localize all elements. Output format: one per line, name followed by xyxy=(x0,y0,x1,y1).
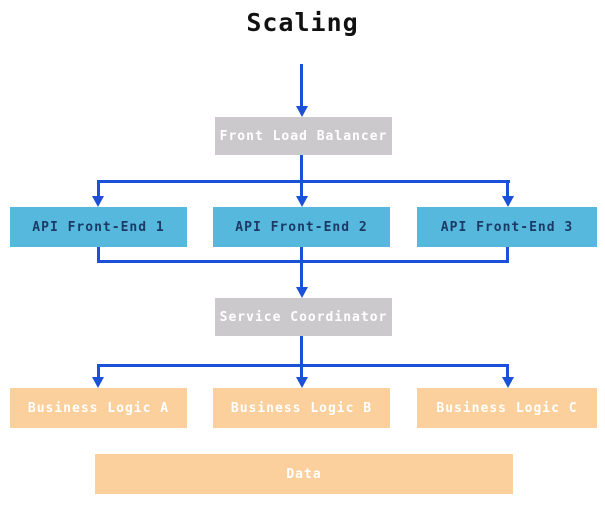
arrowhead-into-blb xyxy=(296,377,308,388)
arrowhead-into-sc xyxy=(296,287,308,298)
node-front-load-balancer: Front Load Balancer xyxy=(215,117,392,155)
arrowhead-into-api1 xyxy=(92,196,104,207)
edge-sc-stem xyxy=(300,336,303,378)
arrowhead-into-api2 xyxy=(296,196,308,207)
edge-api1-down-line xyxy=(97,247,100,263)
arrowhead-into-blc xyxy=(502,377,514,388)
edge-sc-to-blc-line xyxy=(506,367,509,378)
edge-flb-to-api1-line xyxy=(97,183,100,197)
edge-api-merge-horizontal xyxy=(97,260,509,263)
arrowhead-into-flb xyxy=(296,106,308,117)
node-business-logic-c: Business Logic C xyxy=(417,388,597,428)
node-data: Data xyxy=(95,454,513,494)
diagram-title: Scaling xyxy=(246,8,359,37)
node-service-coordinator: Service Coordinator xyxy=(215,298,392,336)
edge-flb-to-api3-line xyxy=(506,183,509,197)
arrowhead-into-api3 xyxy=(502,196,514,207)
edge-flb-fanout-horizontal xyxy=(97,180,510,183)
edge-sc-to-bla-line xyxy=(97,367,100,378)
edge-merge-to-sc-line xyxy=(300,247,303,287)
node-api-front-end-2: API Front-End 2 xyxy=(213,207,390,247)
edge-sc-fanout-horizontal xyxy=(97,364,509,367)
node-api-front-end-1: API Front-End 1 xyxy=(10,207,187,247)
edge-flb-stem xyxy=(300,155,303,198)
node-api-front-end-3: API Front-End 3 xyxy=(417,207,597,247)
edge-api3-down-line xyxy=(506,247,509,263)
arrowhead-into-bla xyxy=(92,377,104,388)
node-business-logic-a: Business Logic A xyxy=(10,388,187,428)
node-business-logic-b: Business Logic B xyxy=(213,388,390,428)
edge-start-to-flb-line xyxy=(300,64,303,106)
